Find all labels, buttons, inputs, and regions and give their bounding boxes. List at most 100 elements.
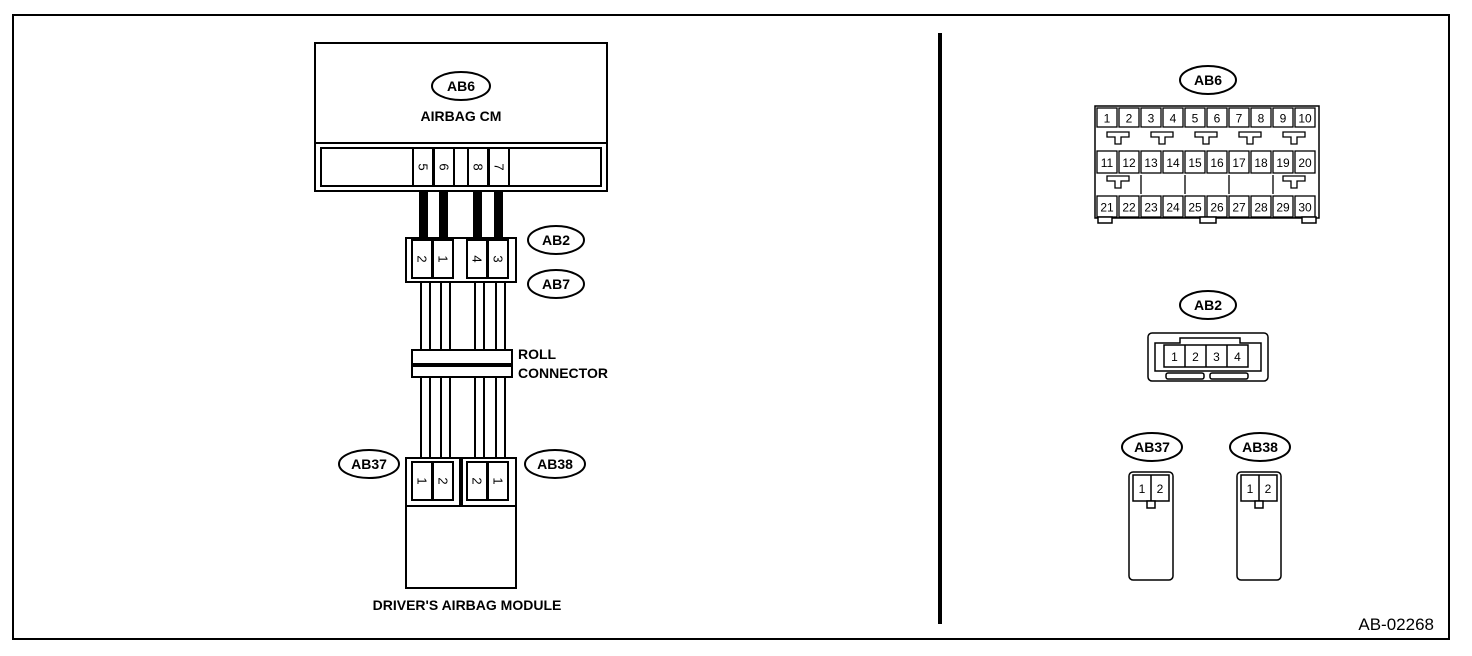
- ab6-latch: [1150, 131, 1174, 145]
- ab37-face-oval: [1121, 432, 1183, 462]
- ab2-pin-4: 4: [470, 255, 485, 262]
- ab2-pin-1: 1: [436, 255, 451, 262]
- ab6-pin-cell: [1162, 150, 1184, 174]
- ab6-pin-cell: [1272, 107, 1294, 128]
- ab6-pin-cell: [1250, 107, 1272, 128]
- ab6-pin-cell: [1096, 107, 1118, 128]
- ab6-face-oval: [1179, 65, 1237, 95]
- ab37-pin-1: 1: [415, 477, 430, 484]
- ab6-pin-cell: [1250, 150, 1272, 174]
- ab6-pin-cell: [1228, 195, 1250, 218]
- roll-connector-label-1: ROLL: [518, 346, 557, 362]
- ab6-pin-cell: [1294, 150, 1316, 174]
- ab38-face-pin-1: 1: [1247, 482, 1254, 496]
- driver-airbag-module: [405, 505, 517, 589]
- ab38-connector-face: 1 2: [1236, 471, 1282, 581]
- ab6-pin-label: 4: [1170, 112, 1177, 126]
- ab6-latch: [1194, 131, 1218, 145]
- ab6-oval: [431, 71, 491, 101]
- ab6-latch: [1238, 131, 1262, 145]
- ab6-pin-label: 29: [1276, 201, 1290, 215]
- ab6-pin-cell: [1140, 195, 1162, 218]
- ab6-pin-cell: [1206, 195, 1228, 218]
- ab37-pin-2: 2: [436, 477, 451, 484]
- ab6-pin-label: 7: [1236, 112, 1243, 126]
- ab6-pin-label: 10: [1298, 112, 1312, 126]
- ab6-pin-label: 1: [1104, 112, 1111, 126]
- ab38-connector: 2 1: [461, 457, 517, 507]
- ab6-cavity-dividers: [1140, 175, 1274, 194]
- ab6-pin-cell: [1250, 195, 1272, 218]
- ab6-pin-label: 23: [1144, 201, 1158, 215]
- ab37-connector: 1 2: [405, 457, 461, 507]
- roll-connector-label-2: CONNECTOR: [518, 365, 608, 381]
- ab38-oval-label: AB38: [537, 456, 573, 472]
- figure-code: AB-02268: [1358, 615, 1434, 634]
- ab6-pin-label: 21: [1100, 201, 1114, 215]
- airbag-cm: AB6 AIRBAG CM: [314, 42, 608, 144]
- wires-cm-to-ab2: [419, 191, 503, 239]
- ab38-pin-1: 1: [491, 477, 506, 484]
- ab2-face-label: AB2: [1194, 297, 1222, 313]
- ab7-oval: [527, 269, 585, 299]
- ab6-pin-label: 3: [1148, 112, 1155, 126]
- airbag-cm-label: AIRBAG CM: [421, 108, 502, 124]
- cm-pin-5: 5: [416, 163, 431, 170]
- ab6-pin-label: 12: [1122, 156, 1136, 170]
- ab6-pin-label: 13: [1144, 156, 1158, 170]
- ab6-pin-label: 27: [1232, 201, 1246, 215]
- ab6-pin-cell: [1096, 150, 1118, 174]
- ab6-latch: [1282, 131, 1306, 145]
- ab6-pin-cell: [1228, 107, 1250, 128]
- ab6-pin-label: 9: [1280, 112, 1287, 126]
- ab2-pin-2: 2: [415, 255, 430, 262]
- ab6-latch: [1106, 131, 1130, 145]
- ab6-pin-cell: [1228, 150, 1250, 174]
- ab2-oval: [527, 225, 585, 255]
- ab37-connector-face: 1 2: [1128, 471, 1174, 581]
- ab6-pin-label: 2: [1126, 112, 1133, 126]
- ab6-pin-label: 16: [1210, 156, 1224, 170]
- ab6-pin-cell: [1206, 150, 1228, 174]
- ab6-pin-cell: [1162, 195, 1184, 218]
- ab6-latch: [1282, 175, 1306, 189]
- ab6-pin-cell: [1294, 107, 1316, 128]
- ab6-pin-cell: [1184, 195, 1206, 218]
- driver-airbag-module-label: DRIVER'S AIRBAG MODULE: [373, 597, 562, 613]
- ab6-pin-label: 24: [1166, 201, 1180, 215]
- ab6-face-label: AB6: [1194, 72, 1222, 88]
- ab2-face-pin-2: 2: [1192, 350, 1199, 364]
- ab6-pin-cell: [1140, 150, 1162, 174]
- ab6-pin-label: 5: [1192, 112, 1199, 126]
- ab6-pin-cell: [1184, 150, 1206, 174]
- cm-pin-7: 7: [492, 163, 507, 170]
- roll-connector: ROLL CONNECTOR: [411, 346, 608, 381]
- ab6-pin-label: 17: [1232, 156, 1246, 170]
- outer-frame: [12, 14, 1450, 640]
- ab2-face-pin-1: 1: [1171, 350, 1178, 364]
- ab6-pin-cell: [1272, 195, 1294, 218]
- ab37-oval: [338, 449, 400, 479]
- ab37-face-pin-2: 2: [1157, 482, 1164, 496]
- cm-connector-strip: 5 6 8 7: [314, 142, 608, 192]
- ab2-face-pin-3: 3: [1213, 350, 1220, 364]
- ab6-pin-cell: [1118, 150, 1140, 174]
- ab6-pin-cell: [1184, 107, 1206, 128]
- cm-pin-8: 8: [471, 163, 486, 170]
- ab6-pin-label: 26: [1210, 201, 1224, 215]
- ab37-face-label: AB37: [1134, 439, 1170, 455]
- ab38-oval: [524, 449, 586, 479]
- ab6-pin-label: 11: [1101, 156, 1114, 170]
- ab6-pin-cell: [1162, 107, 1184, 128]
- ab2-face-oval: [1179, 290, 1237, 320]
- ab37-face-pin-1: 1: [1139, 482, 1146, 496]
- ab6-pin-cell: [1206, 107, 1228, 128]
- ab38-face-pin-2: 2: [1265, 482, 1272, 496]
- ab2-oval-label: AB2: [542, 232, 570, 248]
- ab7-oval-label: AB7: [542, 276, 570, 292]
- ab6-pin-cell: [1140, 107, 1162, 128]
- ab6-pin-cell: [1118, 107, 1140, 128]
- ab6-pin-label: 8: [1258, 112, 1265, 126]
- ab6-pin-label: 30: [1298, 201, 1312, 215]
